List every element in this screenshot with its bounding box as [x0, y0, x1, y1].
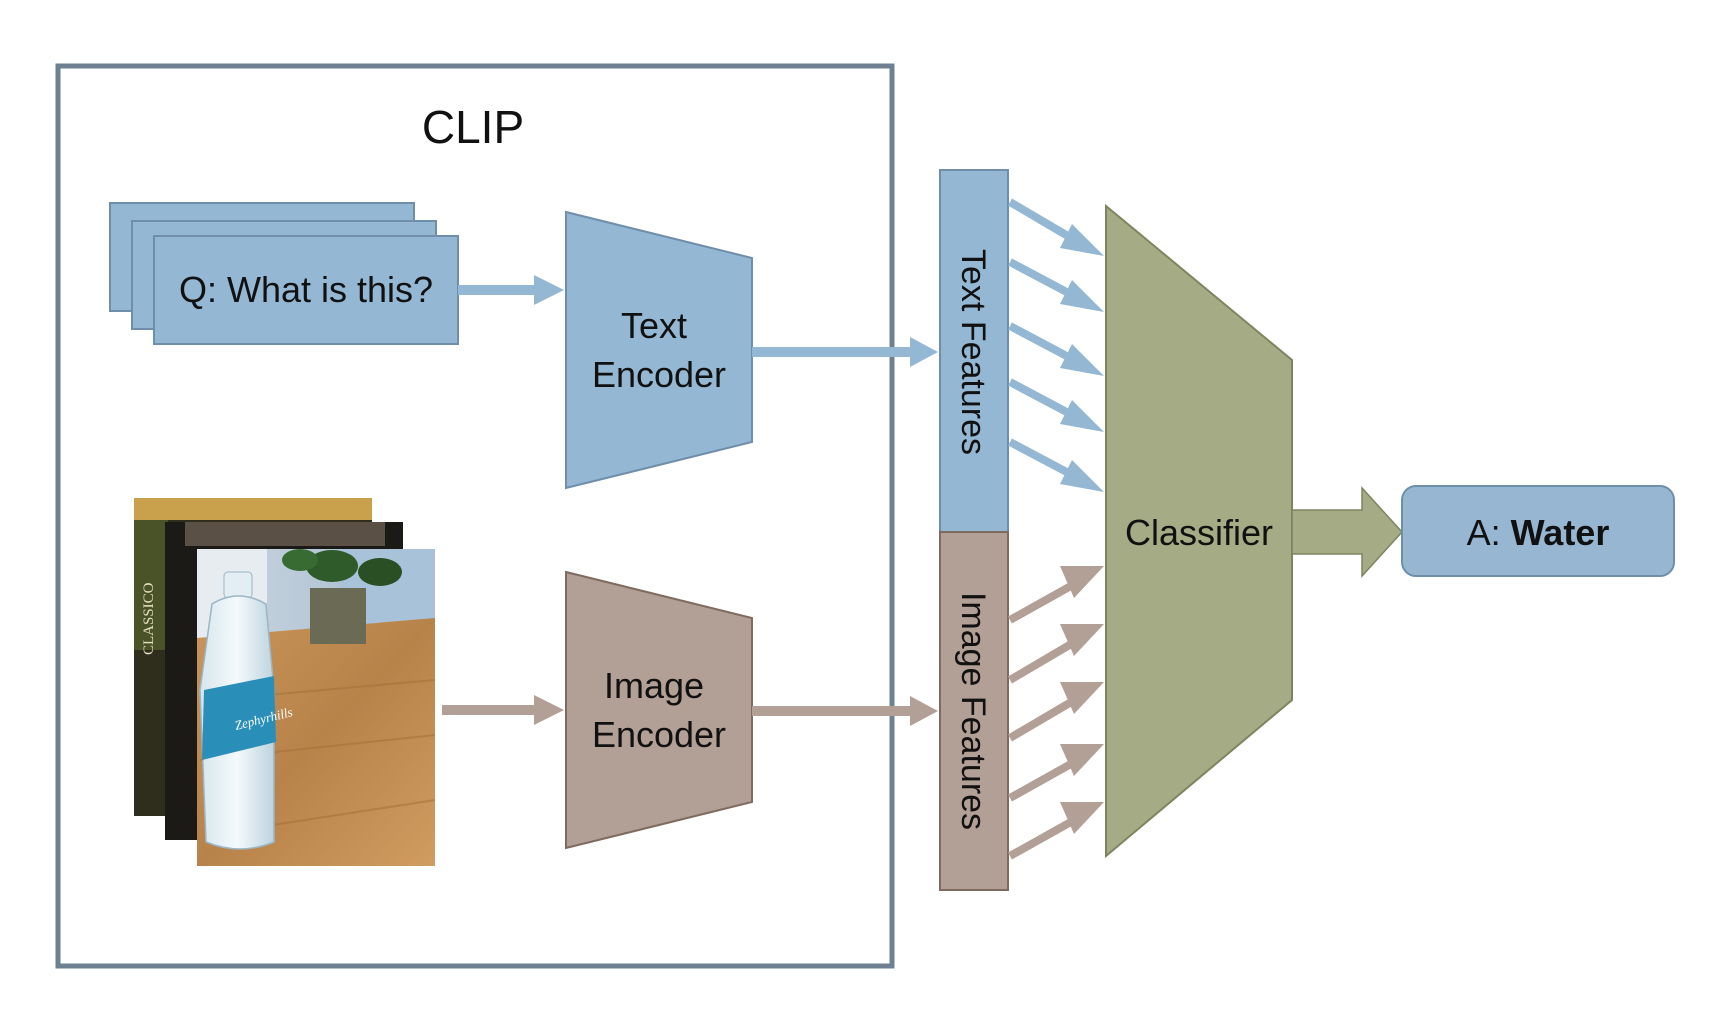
arrow-question-to-text-encoder	[458, 275, 564, 305]
image-stack: CLASSICO Zephyrhills	[134, 498, 436, 866]
text-encoder: Text Encoder	[565, 210, 753, 490]
question-text: Q: What is this?	[179, 269, 433, 310]
answer-prefix: A:	[1467, 512, 1511, 553]
classifier-label: Classifier	[1125, 512, 1273, 553]
answer-text: A: Water	[1467, 512, 1610, 553]
image-feature-arrow-head	[1060, 682, 1104, 714]
text-encoder-label-line2: Encoder	[592, 354, 726, 395]
image-feature-arrow	[1007, 636, 1081, 684]
image-encoder-label-line1: Image	[604, 665, 704, 706]
arrow-classifier-to-answer	[1291, 486, 1404, 578]
text-feature-arrow-head	[1060, 344, 1104, 376]
arrow-image-encoder-to-image-features	[752, 696, 938, 726]
question-stack: Q: What is this?	[109, 202, 459, 345]
answer-value: Water	[1511, 512, 1610, 553]
clip-frame	[55, 63, 895, 969]
arrow-text-encoder-to-text-features	[752, 337, 938, 367]
text-feature-arrow-head	[1060, 460, 1104, 492]
image-feature-arrow	[1008, 814, 1080, 860]
image-feature-arrow-head	[1060, 566, 1104, 598]
text-feature-arrow-head	[1060, 400, 1104, 432]
answer-box: A: Water	[1401, 485, 1675, 577]
classico-label: CLASSICO	[141, 582, 157, 655]
image-encoder-label-line2: Encoder	[592, 714, 726, 755]
image-features-bar: Image Features	[939, 531, 1009, 891]
text-feature-arrow-head	[1060, 224, 1104, 256]
text-features-bar: Text Features	[939, 169, 1009, 533]
image-feature-arrow	[1008, 578, 1080, 624]
image-encoder: Image Encoder	[565, 570, 753, 850]
water-bottle-photo: Zephyrhills	[197, 549, 436, 866]
image-feature-arrow-head	[1060, 744, 1104, 776]
image-features-label: Image Features	[954, 592, 992, 830]
classifier: Classifier	[1105, 203, 1293, 859]
clip-title: CLIP	[422, 101, 524, 153]
text-feature-arrow-head	[1060, 280, 1104, 312]
text-features-label: Text Features	[954, 249, 992, 455]
image-feature-arrow-head	[1060, 624, 1104, 656]
arrow-image-to-image-encoder	[442, 695, 564, 725]
text-encoder-label-line1: Text	[621, 305, 687, 346]
image-feature-arrows	[1007, 566, 1104, 860]
text-feature-arrows	[1007, 198, 1104, 492]
image-feature-arrow	[1008, 756, 1080, 802]
image-feature-arrow-head	[1060, 802, 1104, 834]
image-feature-arrow	[1007, 694, 1081, 742]
